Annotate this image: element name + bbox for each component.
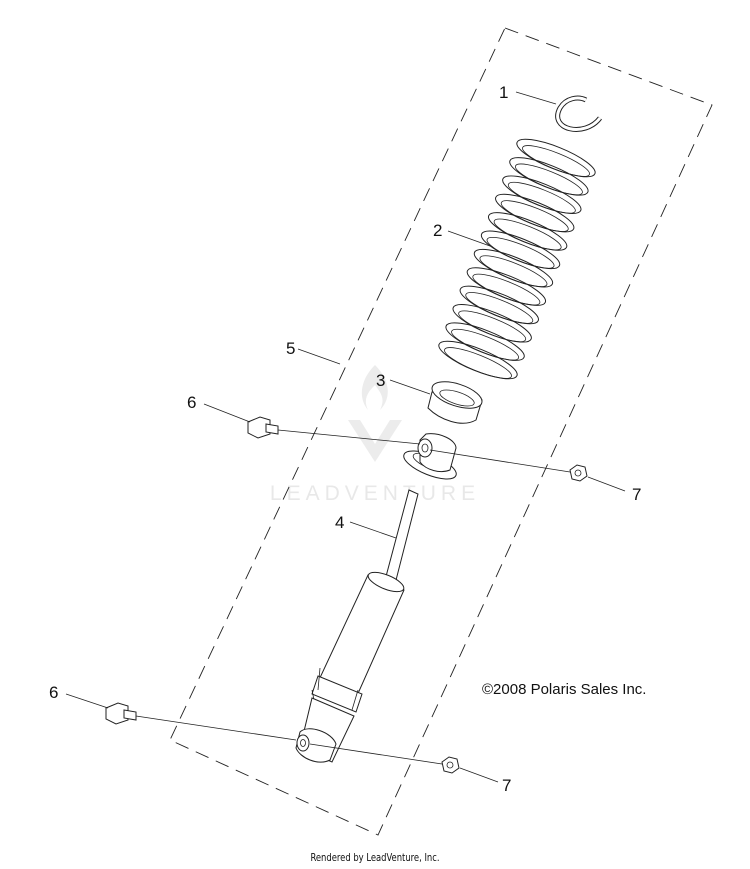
retaining-ring: [555, 95, 602, 132]
callout-4: 4: [335, 513, 344, 532]
bolt-bottom: [105, 702, 137, 725]
spring-coil-inner: [472, 273, 541, 306]
spring-coil-inner: [507, 181, 576, 214]
assembly-outline: [169, 27, 713, 836]
copyright-text: ©2008 Polaris Sales Inc.: [482, 681, 646, 698]
callout-6-top: 6: [187, 393, 196, 412]
spring-coil-inner: [522, 145, 590, 177]
shock-absorber: [295, 433, 457, 763]
nut-bottom: [441, 756, 460, 774]
spring-coil-inner: [458, 310, 527, 343]
spring-coil-inner: [500, 200, 569, 232]
spring-coil-inner: [493, 218, 562, 251]
coil-spring: [438, 138, 596, 380]
spring-seat: [427, 381, 483, 424]
callout-2: 2: [433, 221, 442, 240]
callout-1: 1: [499, 83, 508, 102]
nut-top: [569, 464, 588, 482]
callout-3: 3: [376, 371, 385, 390]
callout-6-bottom: 6: [49, 683, 58, 702]
spring-coil-inner: [514, 163, 583, 196]
footer-credit: Rendered by LeadVenture, Inc.: [310, 851, 440, 864]
spring-coil-inner: [486, 237, 555, 269]
callout-7-top: 7: [632, 485, 641, 504]
callout-leaders: [65, 91, 626, 783]
spring-coil-inner: [479, 255, 548, 287]
watermark-v-icon: [348, 420, 402, 462]
watermark-flame-icon: [361, 365, 388, 410]
spring-coil-inner: [465, 292, 534, 324]
watermark-text: LEADVENTURE: [270, 482, 480, 505]
watermark: LEADVENTURE: [270, 365, 480, 505]
alignment-lines: [135, 429, 571, 765]
callout-5: 5: [286, 339, 295, 358]
callout-7-bottom: 7: [502, 776, 511, 795]
bolt-top: [247, 416, 279, 439]
spring-coil-inner: [444, 347, 512, 379]
spring-coil-inner: [451, 328, 520, 361]
